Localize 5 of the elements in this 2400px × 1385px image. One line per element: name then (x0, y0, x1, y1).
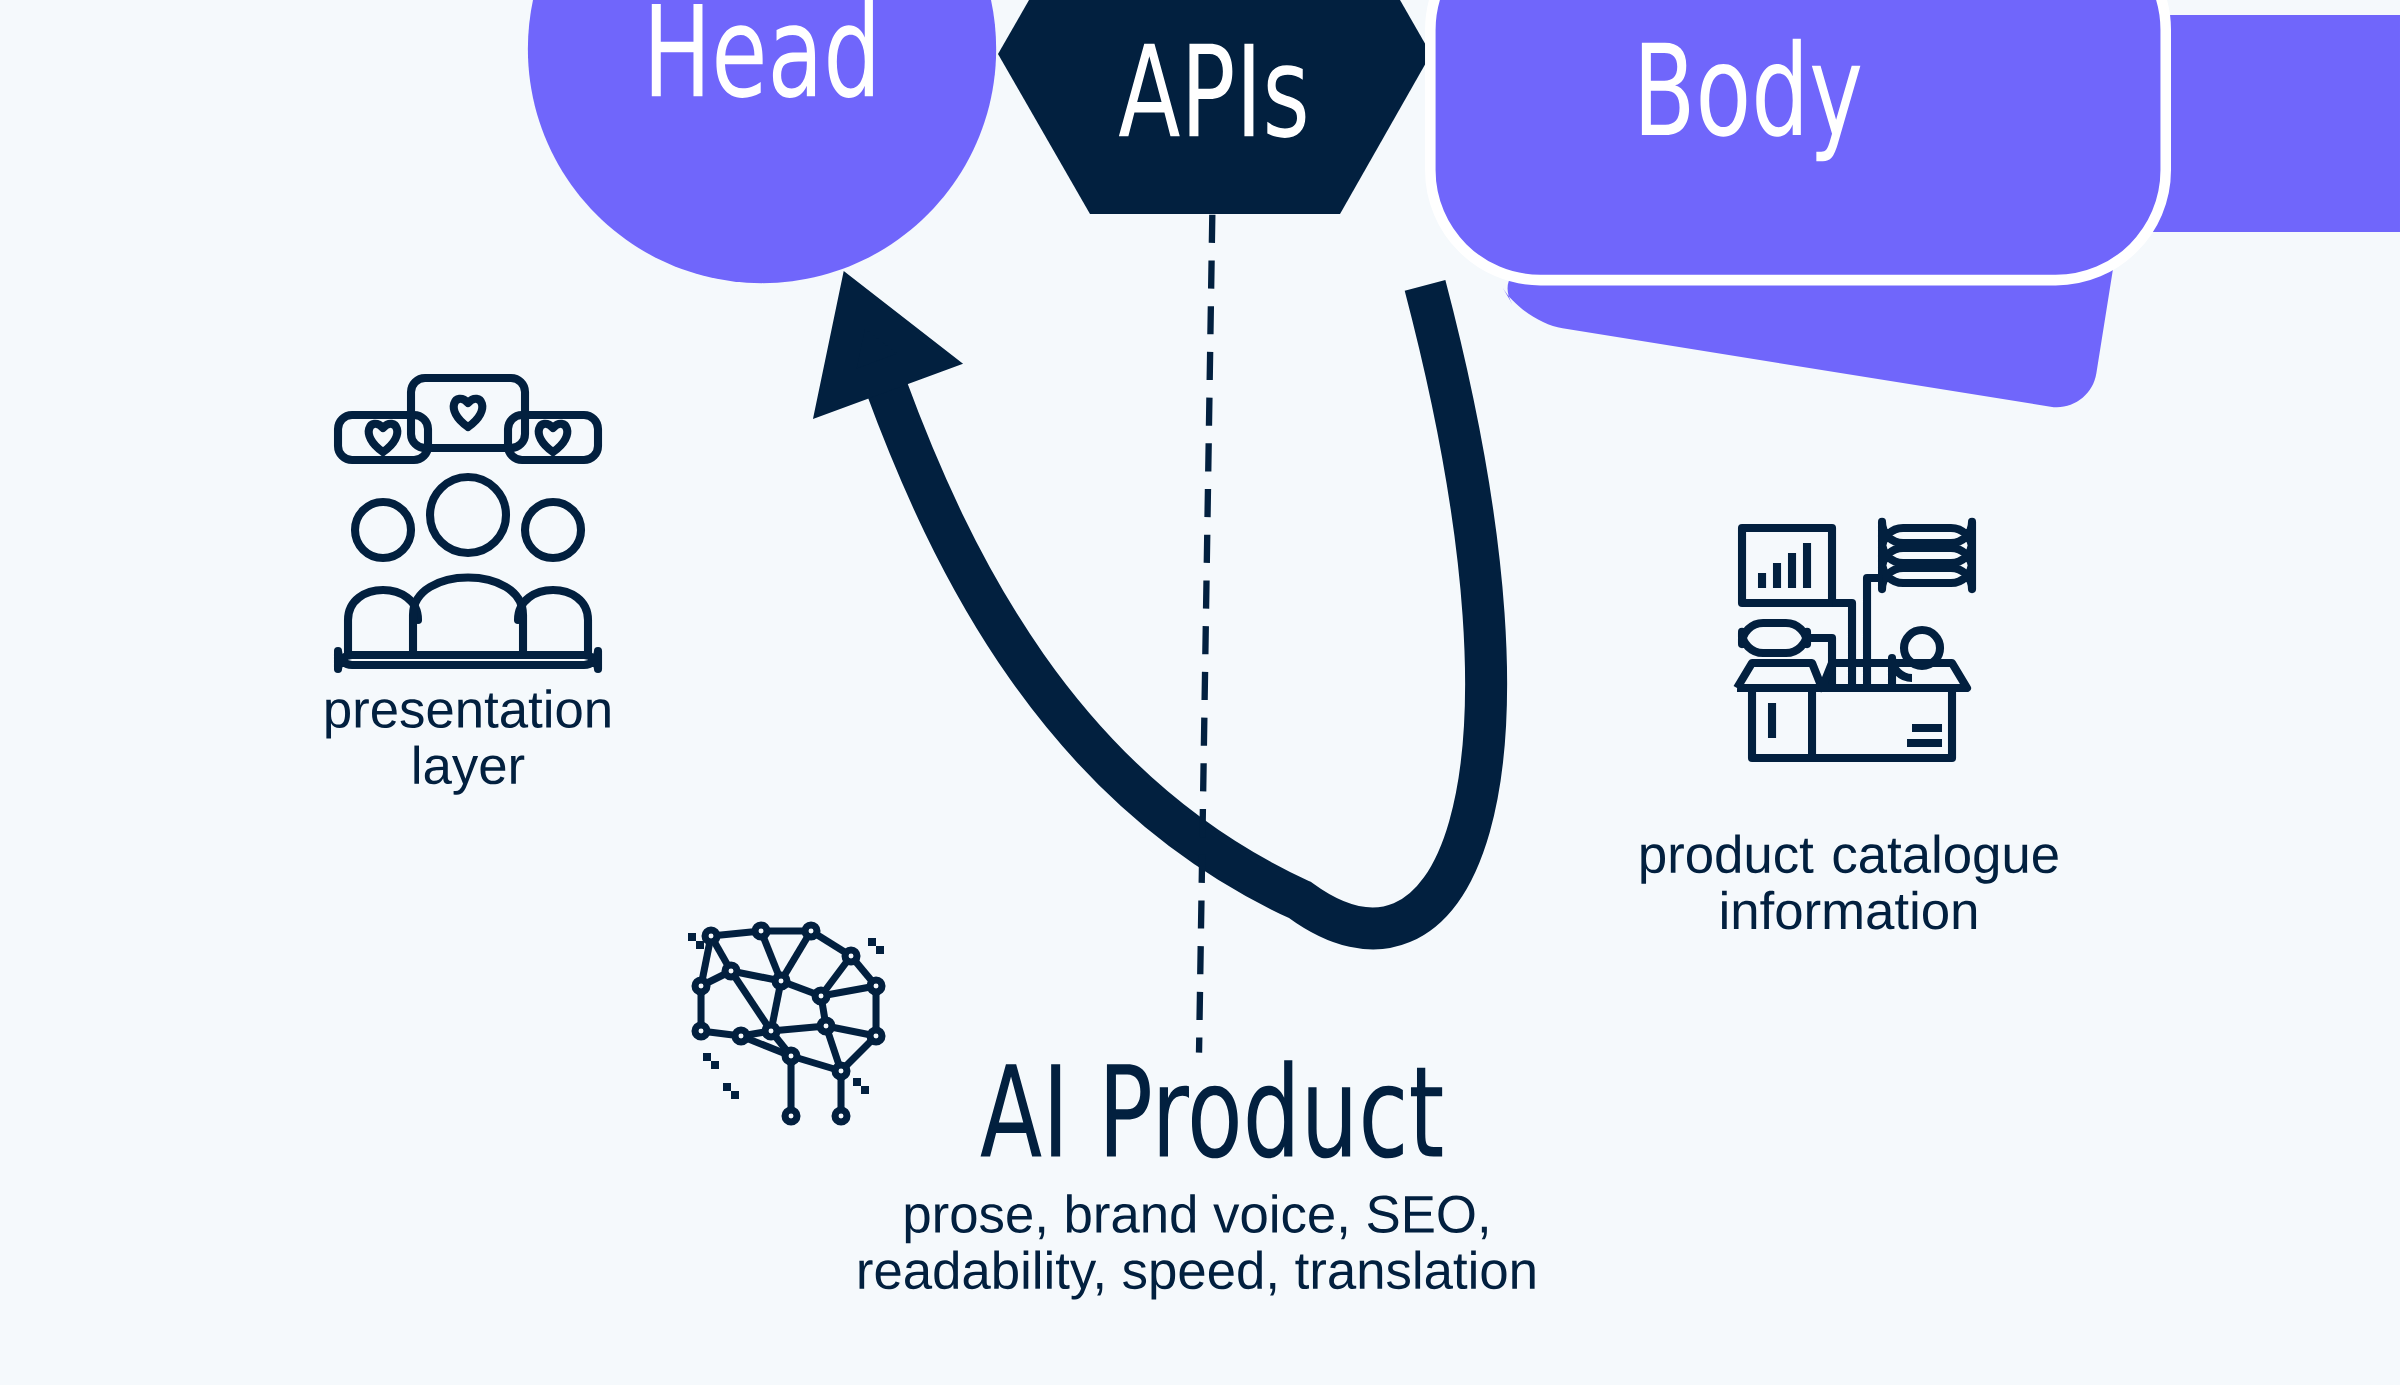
caption: product catalogue information (1641, 834, 2058, 930)
heading: AI Product (980, 1060, 1443, 1159)
subtitle: prose, brand voice, SEO, readability, speed, translation (859, 1194, 1535, 1300)
hexagon-label: APIs (1118, 43, 1306, 138)
caption: presentation layer (326, 689, 610, 795)
